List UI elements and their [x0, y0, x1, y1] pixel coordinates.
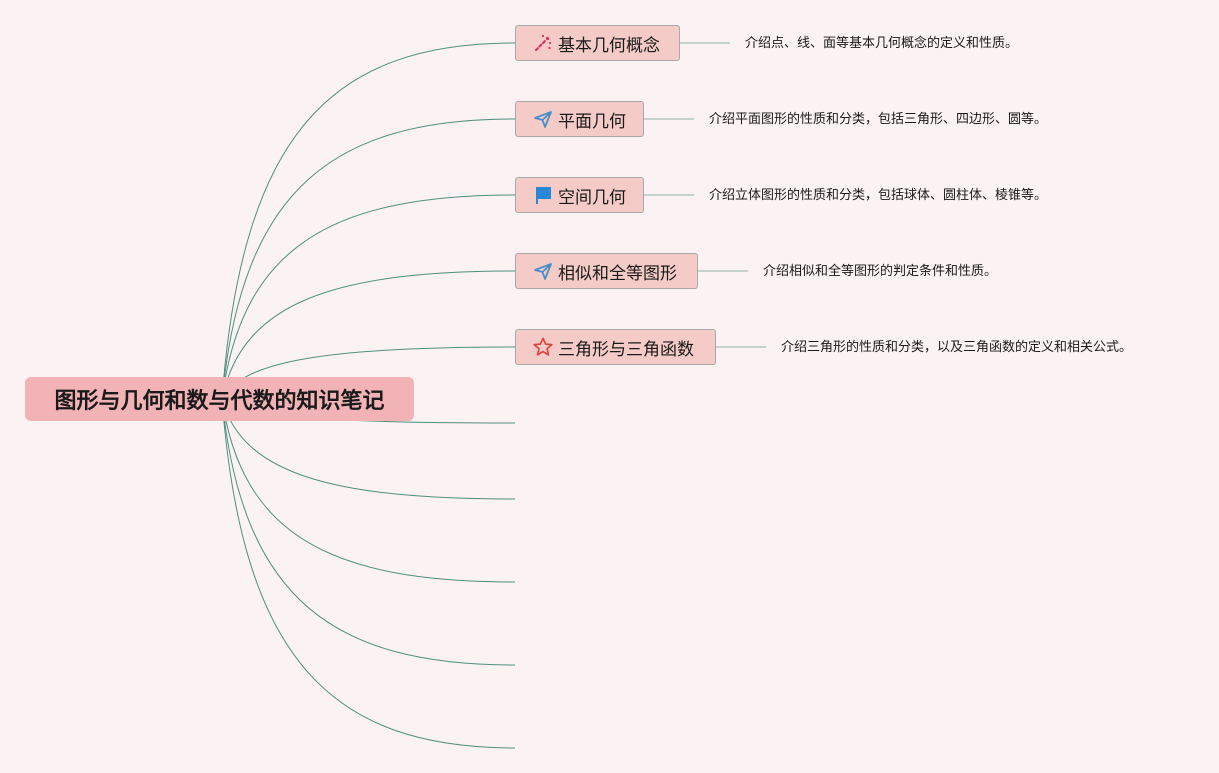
- branch-connector: [221, 270, 516, 400]
- magic-wand-icon: [532, 32, 554, 54]
- root-topic[interactable]: 图形与几何和数与代数的知识笔记: [25, 377, 414, 421]
- topic-label: 平面几何: [558, 111, 626, 132]
- topic-label: 三角形与三角函数: [558, 339, 694, 360]
- topic-basic-geometry-concepts[interactable]: 基本几何概念: [515, 25, 680, 61]
- branch-connector: [221, 398, 516, 500]
- branch-connector: [221, 118, 516, 400]
- topic-label: 空间几何: [558, 187, 626, 208]
- topic-description: 介绍相似和全等图形的判定条件和性质。: [763, 264, 998, 279]
- branch-connector: [221, 398, 516, 666]
- topic-triangles-trig-functions[interactable]: 三角形与三角函数: [515, 329, 716, 365]
- paper-plane-icon: [532, 260, 554, 282]
- branch-connector: [221, 194, 516, 400]
- topic-label: 基本几何概念: [558, 35, 660, 56]
- root-topic-label: 图形与几何和数与代数的知识笔记: [54, 389, 385, 414]
- branch-connector: [221, 398, 516, 583]
- topic-description: 介绍立体图形的性质和分类，包括球体、圆柱体、棱锥等。: [709, 188, 1048, 203]
- star-icon: [532, 336, 554, 358]
- branch-connector: [221, 42, 516, 400]
- topic-description: 介绍点、线、面等基本几何概念的定义和性质。: [745, 36, 1019, 51]
- topic-description: 介绍平面图形的性质和分类，包括三角形、四边形、圆等。: [709, 112, 1048, 127]
- topic-solid-geometry[interactable]: 空间几何: [515, 177, 644, 213]
- paper-plane-icon: [532, 108, 554, 130]
- topic-label: 相似和全等图形: [558, 263, 677, 284]
- flag-icon: [532, 184, 554, 206]
- topic-plane-geometry[interactable]: 平面几何: [515, 101, 644, 137]
- topic-description: 介绍三角形的性质和分类，以及三角函数的定义和相关公式。: [781, 340, 1133, 355]
- branch-connector: [221, 398, 516, 749]
- topic-similar-congruent-figures[interactable]: 相似和全等图形: [515, 253, 698, 289]
